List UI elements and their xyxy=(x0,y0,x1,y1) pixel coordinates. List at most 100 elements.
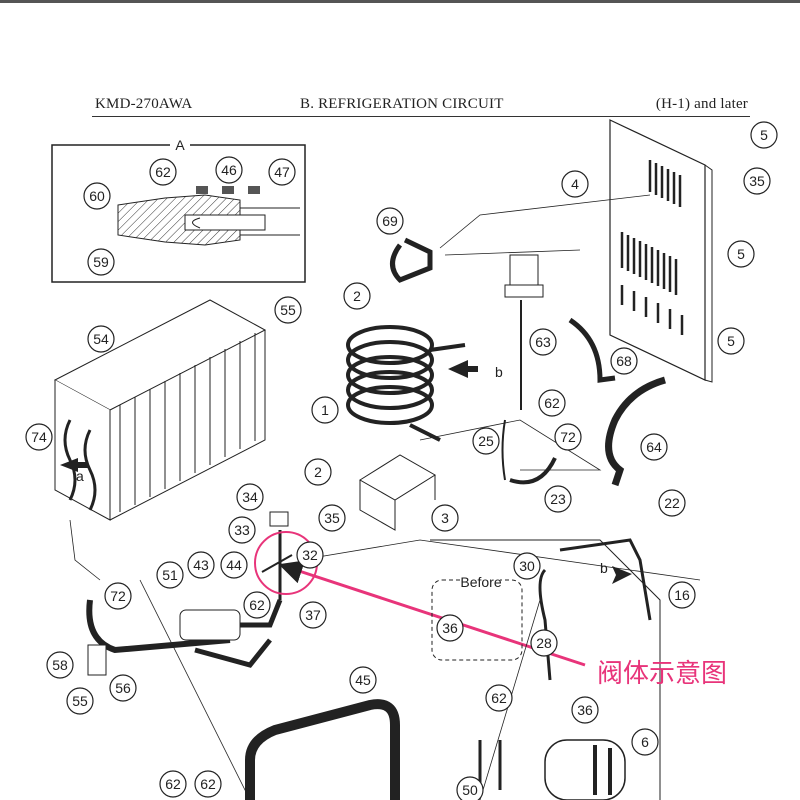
callout-55-37: 55 xyxy=(66,687,94,715)
svg-text:2: 2 xyxy=(353,288,361,304)
svg-text:36: 36 xyxy=(442,620,458,636)
flow-arrows xyxy=(60,360,632,584)
top-border xyxy=(0,0,800,3)
svg-text:62: 62 xyxy=(491,690,507,706)
callout-22-20: 22 xyxy=(658,489,686,517)
svg-text:50: 50 xyxy=(462,782,478,798)
svg-text:55: 55 xyxy=(72,693,88,709)
bracket-3 xyxy=(359,454,436,531)
callout-5-4: 5 xyxy=(717,327,745,355)
svg-text:51: 51 xyxy=(162,567,178,583)
svg-text:30: 30 xyxy=(519,558,535,574)
svg-text:37: 37 xyxy=(305,607,321,623)
detail-callout-59: 59 xyxy=(87,248,115,276)
svg-text:54: 54 xyxy=(93,331,109,347)
pipe-69 xyxy=(390,237,433,283)
svg-text:62: 62 xyxy=(155,164,171,180)
water-coil xyxy=(346,325,466,442)
svg-text:46: 46 xyxy=(221,162,237,178)
svg-text:74: 74 xyxy=(31,429,47,445)
svg-text:25: 25 xyxy=(478,433,494,449)
svg-text:5: 5 xyxy=(737,246,745,262)
svg-text:62: 62 xyxy=(200,776,216,792)
svg-text:5: 5 xyxy=(760,127,768,143)
callout-32-24: 32 xyxy=(296,541,324,569)
detail-a-box: A xyxy=(51,137,306,283)
pipe-64 xyxy=(605,376,667,487)
water-valve xyxy=(504,254,544,410)
svg-text:34: 34 xyxy=(242,489,258,505)
callout-74-16: 74 xyxy=(25,423,53,451)
svg-text:28: 28 xyxy=(536,635,552,651)
callout-2-17: 2 xyxy=(304,458,332,486)
callout-33-22: 33 xyxy=(228,516,256,544)
svg-text:68: 68 xyxy=(616,353,632,369)
svg-text:35: 35 xyxy=(749,173,765,189)
callout-69-5: 69 xyxy=(376,207,404,235)
callout-44-29: 44 xyxy=(220,551,248,579)
svg-text:1: 1 xyxy=(321,402,329,418)
svg-text:6: 6 xyxy=(641,734,649,750)
callout-62-43: 62 xyxy=(194,770,222,798)
callout-64-13: 64 xyxy=(640,433,668,461)
svg-text:47: 47 xyxy=(274,164,290,180)
svg-text:72: 72 xyxy=(560,429,576,445)
callout-28-34: 28 xyxy=(530,629,558,657)
detail-callout-46: 46 xyxy=(215,156,243,184)
detail-callout-60: 60 xyxy=(83,182,111,210)
callout-56-36: 56 xyxy=(109,674,137,702)
header-rule xyxy=(92,116,750,117)
svg-text:5: 5 xyxy=(727,333,735,349)
detail-a-label: A xyxy=(175,137,185,153)
callout-2-8: 2 xyxy=(343,282,371,310)
accumulator xyxy=(86,599,283,668)
callout-6-41: 6 xyxy=(631,728,659,756)
svg-text:36: 36 xyxy=(577,702,593,718)
panel-case xyxy=(609,119,713,383)
svg-text:2: 2 xyxy=(314,464,322,480)
svg-text:35: 35 xyxy=(324,510,340,526)
callout-35-23: 35 xyxy=(318,504,346,532)
callout-35-1: 35 xyxy=(743,167,771,195)
callout-23-19: 23 xyxy=(544,485,572,513)
callout-43-28: 43 xyxy=(187,551,215,579)
model-number: KMD-270AWA xyxy=(95,96,193,112)
letter-b-right: b xyxy=(600,560,608,576)
callout-50-44: 50 xyxy=(456,776,484,800)
svg-text:33: 33 xyxy=(234,522,250,538)
callout-51-27: 51 xyxy=(156,561,184,589)
svg-text:43: 43 xyxy=(193,557,209,573)
svg-text:4: 4 xyxy=(571,176,579,192)
pipe-45 xyxy=(245,699,400,800)
letter-a: a xyxy=(76,468,84,484)
section-title: B. REFRIGERATION CIRCUIT xyxy=(300,96,504,112)
tube-25 xyxy=(501,419,506,481)
svg-text:62: 62 xyxy=(249,597,265,613)
pipe-68 xyxy=(568,317,616,383)
letter-b-top: b xyxy=(495,364,503,380)
callout-68-7: 68 xyxy=(610,347,638,375)
svg-text:23: 23 xyxy=(550,491,566,507)
callout-16-26: 16 xyxy=(668,581,696,609)
callout-25-12: 25 xyxy=(472,427,500,455)
callout-45-38: 45 xyxy=(349,666,377,694)
detail-callout-62: 62 xyxy=(149,158,177,186)
compressor-area: Before xyxy=(430,538,661,800)
svg-text:32: 32 xyxy=(302,547,318,563)
callout-5-3: 5 xyxy=(727,240,755,268)
svg-text:69: 69 xyxy=(382,213,398,229)
before-label: Before xyxy=(460,574,501,590)
callout-72-32: 72 xyxy=(104,582,132,610)
callout-62-30: 62 xyxy=(243,591,271,619)
bracket-58 xyxy=(87,644,107,676)
callout-58-35: 58 xyxy=(46,651,74,679)
callout-5-0: 5 xyxy=(750,121,778,149)
callout-54-15: 54 xyxy=(87,325,115,353)
detail-callout-47: 47 xyxy=(268,158,296,186)
callout-62-10: 62 xyxy=(538,389,566,417)
annotation-label: 阀体示意图 xyxy=(597,659,728,689)
callout-1-9: 1 xyxy=(311,396,339,424)
svg-text:58: 58 xyxy=(52,657,68,673)
